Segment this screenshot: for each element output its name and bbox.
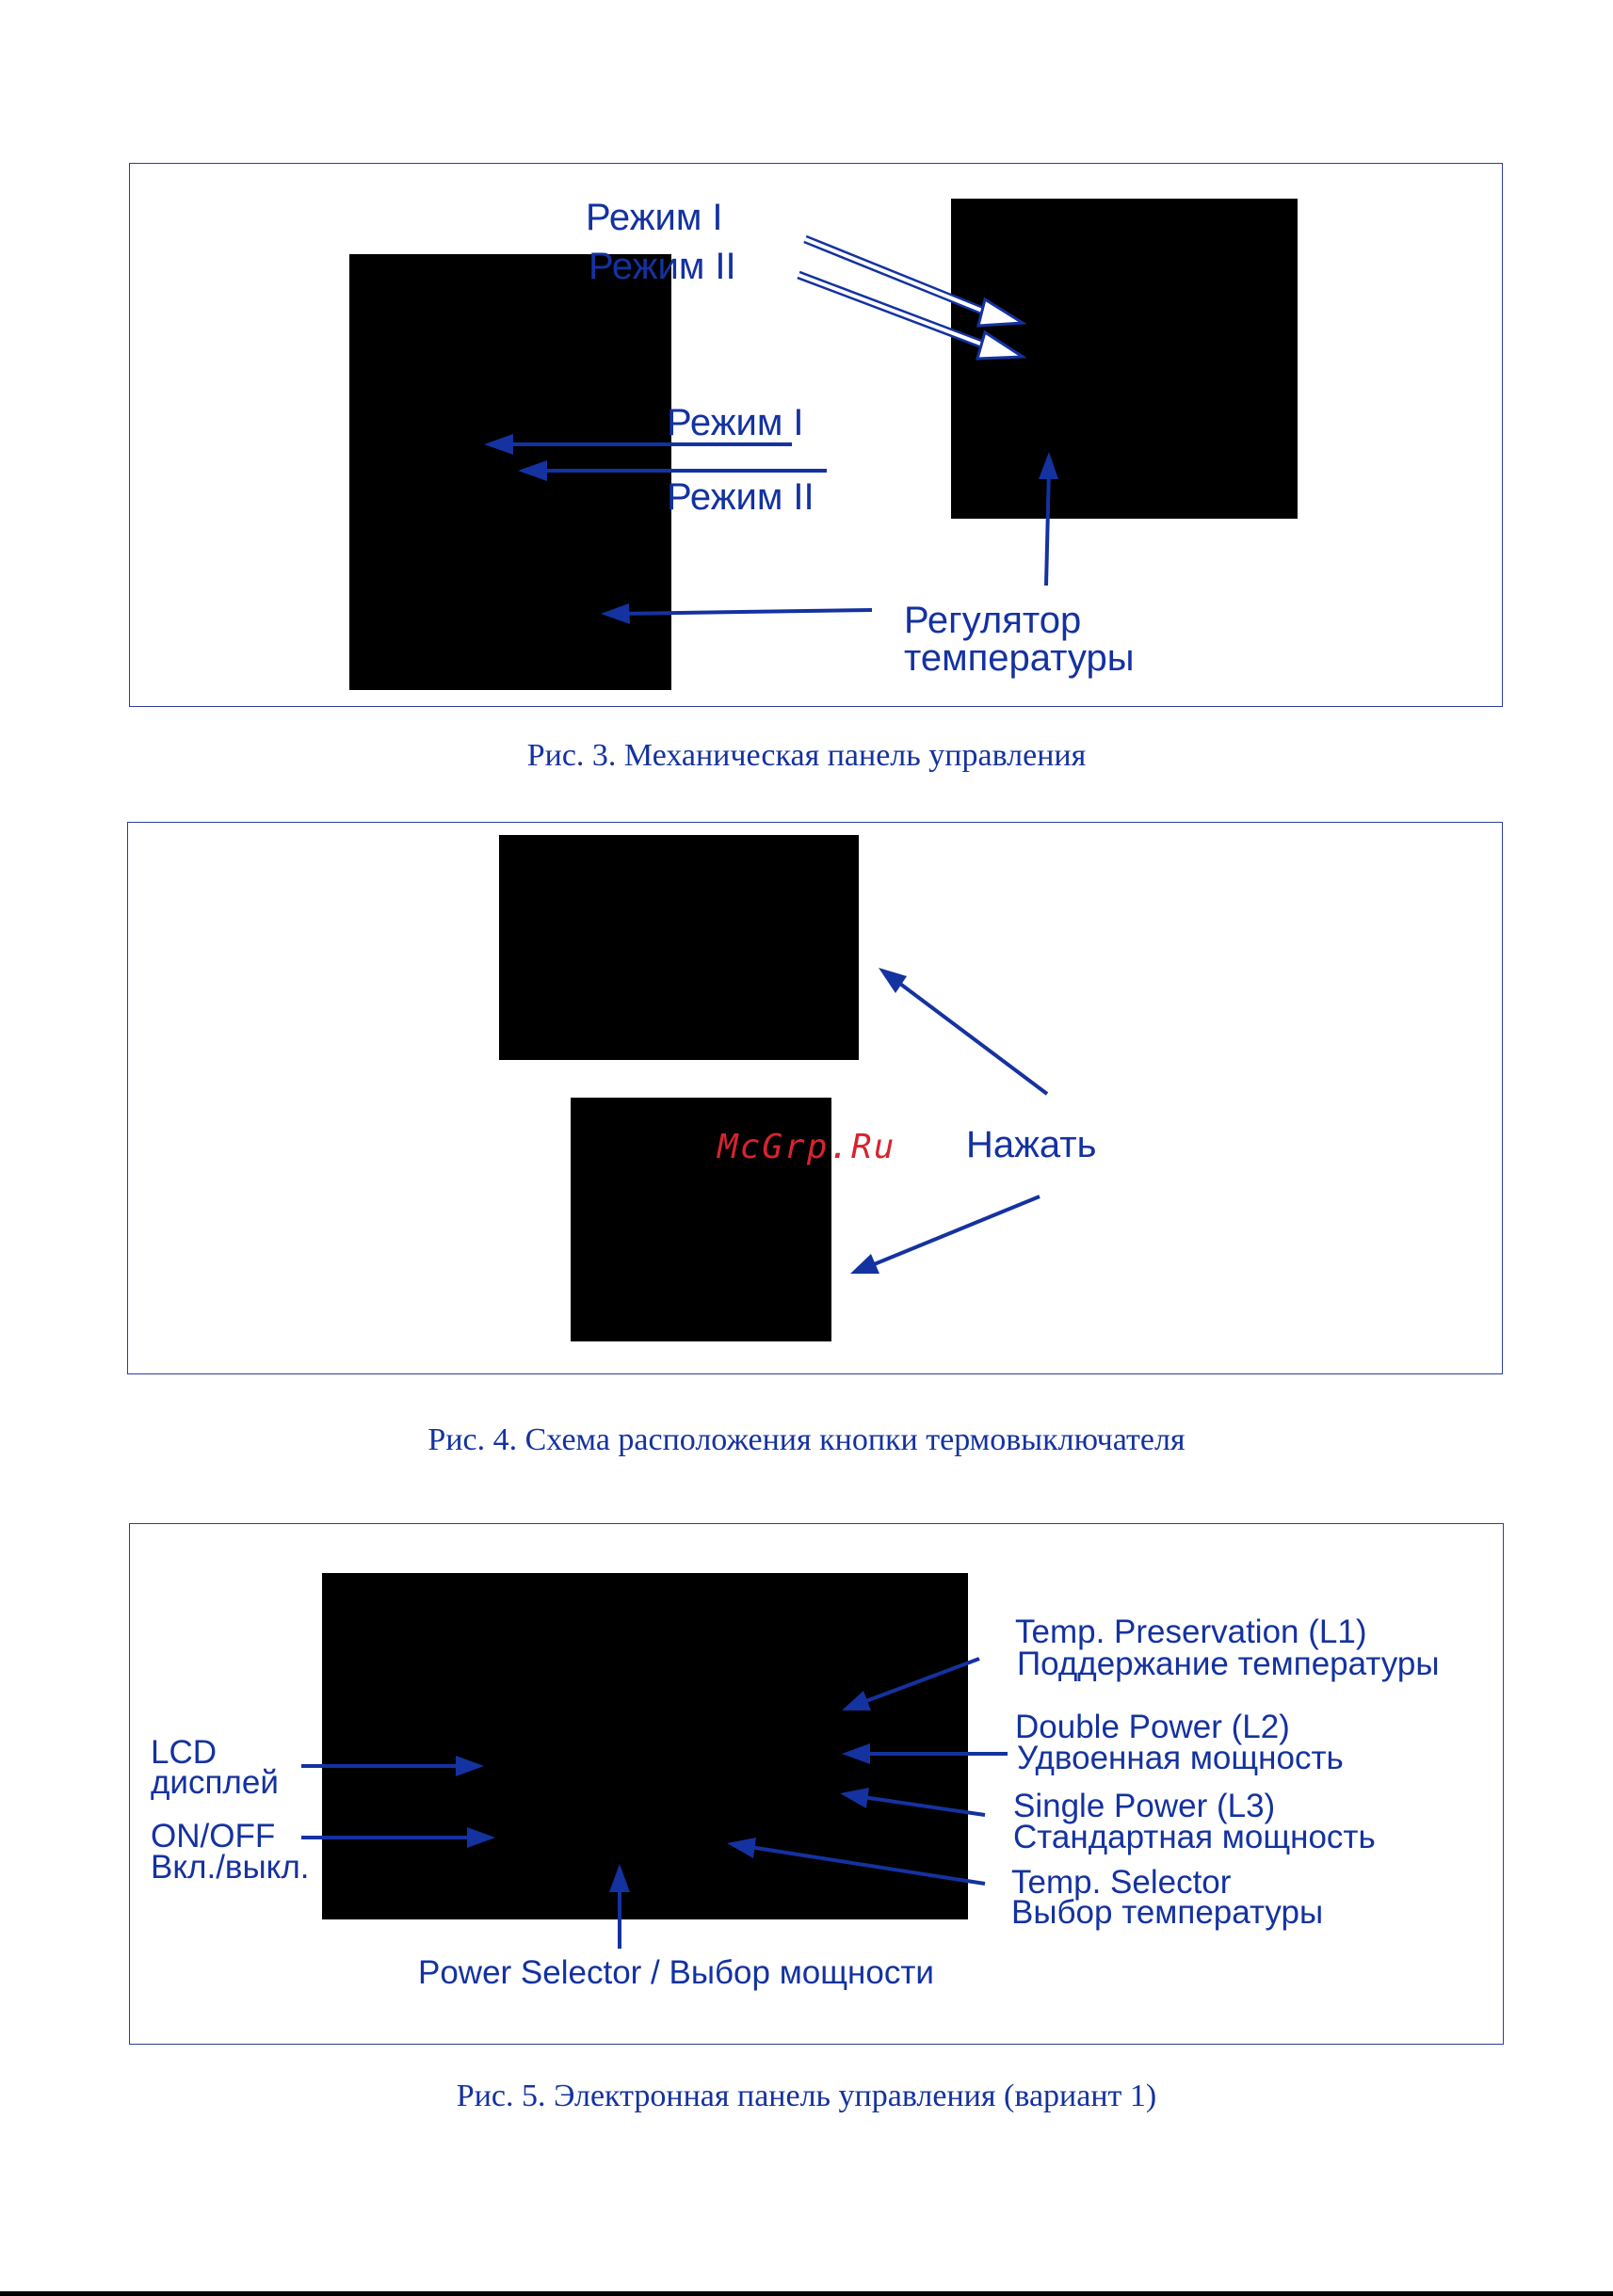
label-mode2-top: Режим II xyxy=(589,246,736,287)
label-mode1-top: Режим I xyxy=(586,197,723,238)
label-lcd-line2: дисплей xyxy=(151,1764,279,1801)
arrow-lcd xyxy=(301,1756,484,1776)
label-temp-regulator-line2: температуры xyxy=(904,637,1135,679)
label-temp-selector-line1: Temp. Selector xyxy=(1011,1864,1232,1901)
label-temp-selector-line2: Выбор температуры xyxy=(1011,1894,1324,1931)
figure-5-frame xyxy=(129,1523,1504,2045)
label-press: Нажать xyxy=(966,1124,1097,1165)
arrow-mode1-mid xyxy=(484,434,792,455)
figure-5-caption: Рис. 5. Электронная панель управления (в… xyxy=(456,2079,1157,2113)
arrow-mode2-mid xyxy=(518,460,827,481)
arrow-mode2-to-right-panel xyxy=(797,270,1027,361)
label-l1-line2: Поддержание температуры xyxy=(1017,1646,1440,1682)
label-mode1-mid: Режим I xyxy=(667,402,804,443)
label-l1-line1: Temp. Preservation (L1) xyxy=(1015,1614,1367,1650)
thermoswitch-photo-bottom xyxy=(571,1098,831,1341)
figure-4-caption: Рис. 4. Схема расположения кнопки термов… xyxy=(427,1422,1186,1457)
electronic-panel-photo xyxy=(322,1573,968,1919)
figure-4-frame xyxy=(127,822,1503,1374)
arrow-l2 xyxy=(842,1743,1008,1764)
arrow-l3 xyxy=(840,1788,986,1817)
watermark: McGrp.Ru xyxy=(718,1128,896,1166)
arrow-temp-selector xyxy=(727,1838,986,1886)
label-onoff-line1: ON/OFF xyxy=(151,1818,276,1854)
label-temp-regulator-line1: Регулятор xyxy=(904,600,1082,641)
label-l3-line2: Стандартная мощность xyxy=(1013,1819,1376,1855)
label-mode2-mid: Режим II xyxy=(667,476,815,518)
thermoswitch-photo-top xyxy=(499,835,859,1060)
label-l2-line2: Удвоенная мощность xyxy=(1017,1740,1344,1776)
label-onoff-line2: Вкл./выкл. xyxy=(151,1849,310,1886)
arrow-power-selector xyxy=(609,1864,630,1949)
page-bottom-rule xyxy=(0,2291,1613,2296)
arrow-mode1-to-right-panel xyxy=(803,234,1027,328)
arrow-temp-regulator-up xyxy=(1039,452,1058,586)
arrow-press-bottom xyxy=(850,1195,1040,1274)
arrow-temp-regulator-left xyxy=(601,603,873,624)
label-l2-line1: Double Power (L2) xyxy=(1015,1709,1290,1745)
figure-3-caption: Рис. 3. Механическая панель управления xyxy=(526,738,1087,773)
label-l3-line1: Single Power (L3) xyxy=(1013,1788,1276,1824)
label-power-selector: Power Selector / Выбор мощности xyxy=(418,1954,934,1991)
arrow-onoff xyxy=(301,1827,495,1848)
label-lcd-line1: LCD xyxy=(151,1734,218,1771)
arrow-press-top xyxy=(879,968,1049,1096)
figure-3-frame xyxy=(129,163,1503,707)
arrow-l1 xyxy=(842,1657,980,1710)
